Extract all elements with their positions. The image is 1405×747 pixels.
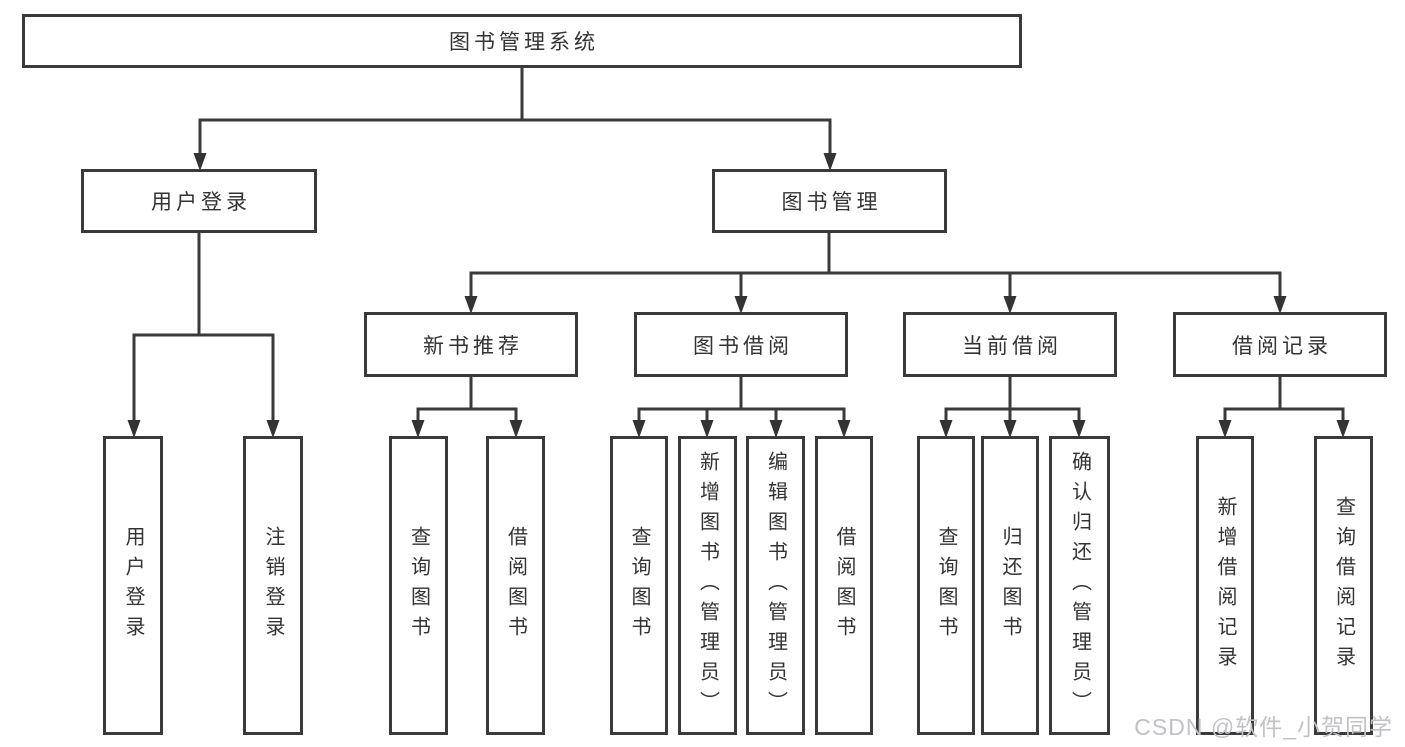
leaf-query-books-recommend: 查询图书 (389, 436, 448, 735)
connector-userlogin-to-leaves (127, 233, 280, 438)
arrowhead (464, 296, 478, 314)
node-new-book-recommend: 新书推荐 (364, 312, 578, 377)
connector-bookborrow-to-leaves (632, 377, 851, 438)
node-book-management: 图书管理 (712, 169, 947, 233)
connector-newbooks-to-leaves (411, 377, 523, 438)
arrowhead (1072, 420, 1086, 438)
arrowhead (769, 420, 783, 438)
node-borrow-records: 借阅记录 (1173, 312, 1387, 377)
leaf-user-login: 用户登录 (103, 436, 163, 735)
arrowhead (1273, 296, 1287, 314)
connector-bookmgmt-to-level3 (464, 233, 1287, 314)
arrowhead (823, 153, 837, 171)
leaf-confirm-return-admin: 确认归还（管理员） (1049, 436, 1110, 735)
arrowhead (632, 420, 646, 438)
arrowhead (509, 420, 523, 438)
node-current-borrow: 当前借阅 (903, 312, 1117, 377)
csdn-watermark: CSDN @软件_小贺同学 (1134, 714, 1393, 740)
arrowhead (1336, 420, 1350, 438)
leaf-add-borrow-record: 新增借阅记录 (1196, 436, 1254, 735)
arrowhead (837, 420, 851, 438)
connector-currentborrow-to-leaves (939, 377, 1086, 438)
arrowhead (266, 420, 280, 438)
arrowhead (700, 420, 714, 438)
arrowhead (193, 153, 207, 171)
node-system-root: 图书管理系统 (22, 14, 1022, 68)
arrowhead (734, 296, 748, 314)
leaf-return-books: 归还图书 (981, 436, 1039, 735)
arrowhead (1003, 296, 1017, 314)
leaf-add-books-admin: 新增图书（管理员） (678, 436, 737, 735)
leaf-query-borrow-record: 查询借阅记录 (1314, 436, 1373, 735)
arrowhead (1003, 420, 1017, 438)
arrowhead (939, 420, 953, 438)
leaf-borrow-books: 借阅图书 (815, 436, 873, 735)
leaf-logout: 注销登录 (243, 436, 303, 735)
leaf-borrow-books-recommend: 借阅图书 (486, 436, 545, 735)
leaf-edit-books-admin: 编辑图书（管理员） (746, 436, 805, 735)
leaf-query-books-borrow: 查询图书 (610, 436, 668, 735)
arrowhead (411, 420, 425, 438)
arrowhead (1218, 420, 1232, 438)
leaf-query-books-current: 查询图书 (917, 436, 975, 735)
arrowhead (127, 420, 141, 438)
node-book-borrow: 图书借阅 (634, 312, 848, 377)
node-user-login: 用户登录 (81, 169, 317, 233)
connector-root-to-level2 (193, 68, 837, 171)
connector-records-to-leaves (1218, 377, 1350, 438)
